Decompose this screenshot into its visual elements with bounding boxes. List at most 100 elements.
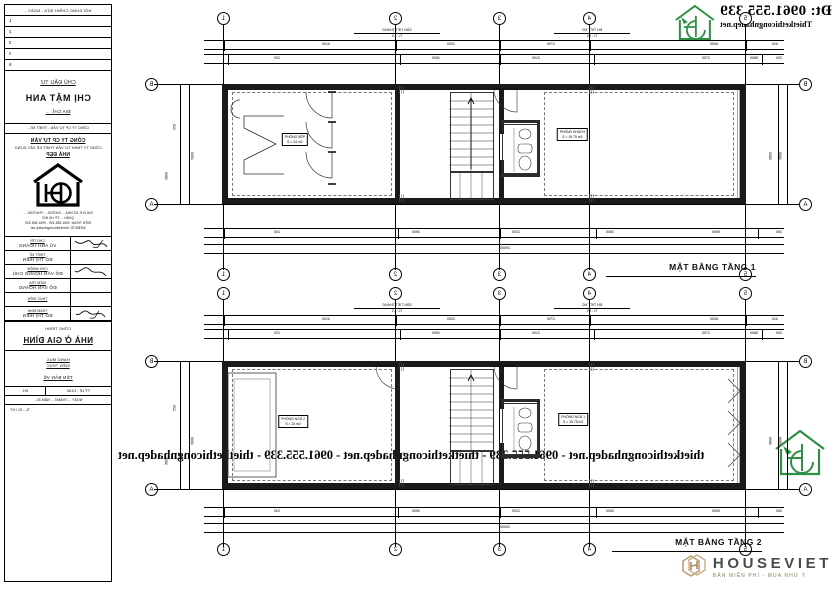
grid-bubble-top: 4: [583, 12, 596, 25]
section-note-line2: TL : 1/1: [586, 308, 598, 313]
partition-wall: [500, 399, 540, 402]
signature-row: CHỦ NHIỆM ĐỖ VĂN HOÀNG CHỦ: [5, 264, 111, 279]
drawing-block: HẠNG MỤC KIẾN TRÚC TÊN BẢN VẼ: [5, 350, 111, 388]
plan-title: MẶT BẰNG TẦNG 2: [675, 537, 762, 547]
dimension-value: 2200: [512, 509, 520, 513]
dimension-value: 4100: [322, 42, 330, 46]
dimension-value: 2700: [547, 317, 555, 321]
brand-header: Đt: 0961.555.339 Thietkethicongnhadep.ne…: [673, 3, 832, 42]
room-name: PHÒNG NGỦ 1: [561, 415, 585, 419]
dimension-value: 410: [772, 317, 778, 321]
dimension-total: [204, 244, 784, 254]
dimension-value: 3800: [768, 437, 772, 445]
signature-row: THẨM ĐỊNH ĐỖ THỊ HIỀN: [5, 306, 111, 321]
plan-title-rule: [612, 551, 762, 553]
dimension-chain-inner: [204, 54, 784, 65]
dimension-value: 220: [274, 56, 280, 60]
signature-name: ĐỖ THỊ HIỀN: [22, 312, 53, 318]
dimension-value: 2700: [547, 42, 555, 46]
staircase-landing: [450, 172, 494, 201]
dimension-value: 20000: [500, 246, 510, 250]
signature-mark-icon: [74, 266, 107, 276]
grid-bubble-top: 2: [389, 12, 402, 25]
dimension-value: 300: [776, 230, 782, 234]
section-note-line2: TL : 1/1: [391, 308, 403, 313]
dimension-value: 3900: [412, 230, 420, 234]
scale-label: TỶ LỆ : 1/100: [45, 387, 111, 396]
grid-bubble-top: 5: [739, 12, 752, 25]
grid-bubble-top: 2: [389, 287, 402, 300]
owner-name: CHỊ MẶT ANH: [25, 93, 91, 103]
houseviet-tagline: BẢN MIỄN PHÍ - MUA NHƯ Ý: [712, 572, 807, 579]
org-block: CÔNG TY CP TƯ VẤN CÔNG TY TNHH TƯ VẤN TH…: [5, 134, 111, 237]
dimension-value: 5800: [750, 331, 758, 335]
dimension-value: 4100: [322, 317, 330, 321]
door-swing-icon: [493, 88, 518, 113]
bathroom-fixtures-icon: [513, 407, 533, 453]
grid-bubble-top: 3: [493, 12, 506, 25]
dimension-value: 2000: [447, 42, 455, 46]
dimension-value: 4000: [190, 437, 194, 445]
balcony-icon: [227, 372, 277, 478]
revision-row: 1: [5, 16, 111, 27]
partition-wall: [500, 455, 540, 458]
bathroom-fixtures-icon: [513, 128, 533, 172]
owner-caption: CHỦ ĐẦU TƯ: [40, 80, 76, 86]
signature-role: THỰC HIỆN: [27, 297, 48, 301]
dimension-value: 2000: [447, 317, 455, 321]
dimension-value: 4000: [432, 331, 440, 335]
staircase-landing: [450, 451, 494, 486]
project-block: CÔNG TRÌNH NHÀ Ở GIA ĐÌNH: [5, 321, 111, 351]
dimension-total: [204, 523, 784, 533]
dimension-value: 4000: [432, 56, 440, 60]
signature-name: VŨ ANH HOÀNG: [18, 242, 57, 248]
dimension-value: 200: [776, 331, 782, 335]
dimension-chain-bottom: [204, 228, 784, 239]
partition-wall: [500, 120, 540, 123]
section-note: SÂN TIẾT THANG TL : 1/1: [354, 28, 440, 38]
column-hatch: [398, 86, 404, 94]
entrance-doors-icon: [230, 91, 336, 185]
dimension-value: 20000: [500, 525, 510, 529]
wall-left: [740, 84, 746, 204]
dimension-value: 5900: [712, 509, 720, 513]
room-area: S = 15.75 m2: [562, 134, 583, 139]
stair-landing-icon: [459, 173, 483, 201]
door-swing-icon: [375, 365, 400, 390]
revision-index: 5: [9, 62, 12, 68]
window-icon: [727, 378, 741, 468]
dimension-value: 3800: [164, 457, 168, 465]
dimension-value: 220: [172, 405, 176, 411]
grid-bubble-left: B: [799, 355, 812, 368]
dimension-chain-left: [778, 84, 788, 204]
dimension-value: 2700: [702, 56, 710, 60]
org-address: ĐỊA CHỈ: SỐ NHÀ ... ĐƯỜNG ... PHƯỜNG ...…: [8, 211, 108, 232]
dimension-chain-bottom: [204, 507, 784, 518]
staircase: [449, 92, 494, 173]
grid-line: [154, 204, 799, 205]
section-note: ĐH TIẾT MC TL : 1/1: [554, 28, 630, 38]
partition-wall: [500, 174, 540, 177]
dimension-chain-outer: [204, 40, 784, 51]
plan-title: MẶT BẰNG TẦNG 1: [669, 262, 756, 272]
title-block: NỘI DUNG CHỈNH SỬA - NGÀY... 1 2 3 4 5 C…: [4, 4, 112, 582]
sheet-label: KH.: [21, 389, 29, 394]
revision-row: 5: [5, 60, 111, 71]
org-brand: NHÀ ĐẸP: [46, 152, 70, 158]
signature-name: ĐỖ VĂN HOÀNG CHỦ: [12, 270, 63, 276]
dimension-value: 240: [274, 509, 280, 513]
stair-treads-icon: [449, 370, 493, 452]
signature-row: CHỦ TRÌ VŨ ANH HOÀNG: [5, 236, 111, 251]
signature-name: ĐỖ VĂN HOÀNG: [18, 284, 57, 290]
dimension-chain-right: [180, 84, 190, 204]
drawing-name: TÊN BẢN VẼ: [43, 375, 73, 381]
dimension-chain-right: [180, 361, 190, 489]
grid-bubble-left: A: [799, 483, 812, 496]
project-name: NHÀ Ở GIA ĐÌNH: [23, 335, 93, 345]
signature-scribble: [70, 236, 111, 250]
revision-index: 3: [9, 40, 12, 46]
org-sub: CÔNG TY TNHH TƯ VẤN THIẾT KẾ XÂY DỰNG: [14, 146, 102, 150]
signature-scribble: [70, 250, 111, 264]
grid-line: [154, 489, 799, 490]
room-name: PHÒNG KHÁCH: [559, 130, 585, 134]
